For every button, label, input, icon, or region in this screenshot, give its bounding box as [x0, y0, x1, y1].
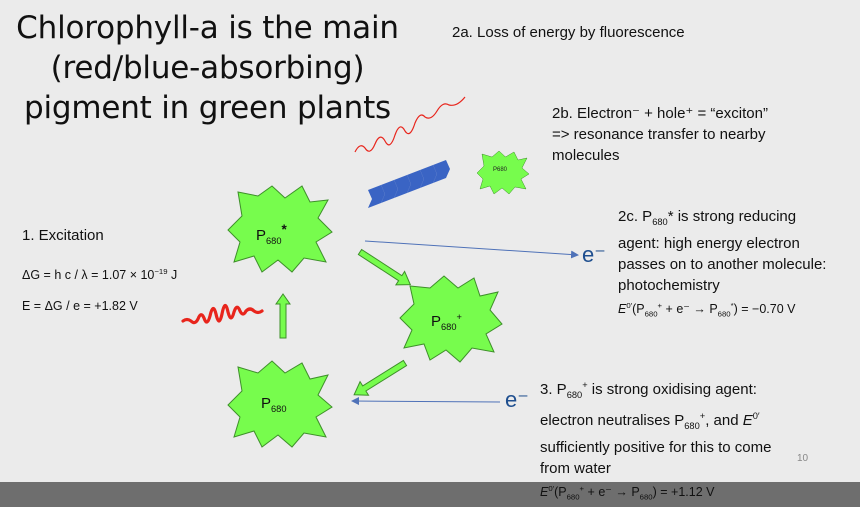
- step-2c-line-4: photochemistry: [618, 277, 720, 294]
- step-3-line-2: electron neutralises P680+, and E0′: [540, 406, 840, 437]
- p-letter: P: [261, 395, 272, 412]
- energy-equation: E = ΔG / e = +1.82 V: [22, 299, 138, 313]
- eq-part: (P: [632, 302, 645, 317]
- molecule-blob-oxidised: [399, 275, 503, 363]
- slide-title: Chlorophyll-a is the main (red/blue-abso…: [10, 8, 405, 128]
- label-p680-small: P680: [493, 167, 508, 173]
- step-2c-equation: E0′(P680+ + e⁻ → P680*) = −0.70 V: [618, 297, 848, 324]
- eq-sub: 680: [717, 309, 731, 319]
- step-3-line-3: sufficiently positive for this to come: [540, 439, 772, 456]
- delta-g-equation: ΔG = h c / λ = 1.07 × 10−19 J: [22, 263, 177, 284]
- arrow-oxidised-to-ground: [353, 359, 408, 396]
- eq-sub: 680: [644, 309, 658, 319]
- step-2b-line-3: molecules: [552, 147, 620, 164]
- title-line-2: (red/blue-absorbing): [50, 50, 365, 86]
- photon-wave-absorbed: [181, 303, 264, 325]
- eq-sub: 680: [639, 492, 653, 502]
- step-2c-line-1: 2c. P680* is strong reducing: [618, 206, 848, 233]
- electron-label-in: e⁻: [505, 387, 529, 412]
- step-3-line-1: 3. P680+ is strong oxidising agent:: [540, 375, 840, 406]
- molecule-blob-small: [476, 150, 530, 195]
- eq-part: + e⁻ → P: [584, 485, 640, 500]
- step-3-line-4: from water: [540, 460, 611, 477]
- step-2c-text: 2c. P680* is strong reducing agent: high…: [618, 206, 848, 324]
- electron-arrow-out: [364, 240, 579, 259]
- s3-sup: +: [699, 411, 706, 421]
- eq-sup: 0′: [626, 301, 633, 310]
- step-2c-line-1a: 2c. P: [618, 208, 653, 225]
- step-2c-line-1b: * is strong reducing: [667, 208, 797, 225]
- eq-part: + e⁻ → P: [662, 302, 718, 317]
- photon-wave-emitted: [354, 96, 466, 153]
- electron-label-out: e⁻: [582, 242, 606, 267]
- step-2c-line-2: agent: high energy electron: [618, 235, 800, 252]
- p-sub: 680: [271, 404, 287, 414]
- s3-part: is strong oxidising agent:: [587, 381, 757, 398]
- step-1-label: 1. Excitation: [22, 227, 104, 244]
- s3-part: 3. P: [540, 381, 567, 398]
- eq-sub: 680: [566, 492, 580, 502]
- label-p680-oxidised: P680+: [431, 312, 462, 332]
- step-2b-line-1: 2b. Electron⁻ + hole⁺ = “exciton”: [552, 105, 768, 122]
- step-2a-text: 2a. Loss of energy by fluorescence: [452, 24, 685, 41]
- s3-sup: +: [582, 380, 588, 390]
- eq-sup: +: [657, 301, 663, 310]
- title-line-3: pigment in green plants: [23, 90, 392, 126]
- delta-g-unit: J: [167, 268, 178, 283]
- s3-part: , and: [705, 412, 743, 429]
- arrow-ground-to-excited: [275, 293, 291, 339]
- delta-g-exponent: −19: [154, 267, 168, 276]
- s3-sup: 0′: [752, 411, 760, 421]
- s3-part: electron neutralises P: [540, 412, 685, 429]
- eq-part: ) = +1.12 V: [652, 485, 715, 500]
- page-number: 10: [797, 453, 809, 464]
- eq-part: ) = −0.70 V: [733, 302, 796, 317]
- p-letter: P: [256, 227, 267, 244]
- eq-sup: *: [730, 301, 734, 310]
- step-3-equation: E0′(P680+ + e⁻ → P680) = +1.12 V: [540, 480, 840, 507]
- s3-sub: 680: [566, 390, 583, 400]
- step-2b-line-2: => resonance transfer to nearby: [552, 126, 766, 143]
- s3-e: E: [742, 412, 753, 429]
- arrow-excited-to-oxidised: [357, 248, 412, 286]
- chevron-arrows: [368, 160, 450, 208]
- delta-g-text: ΔG = h c / λ = 1.07 × 10: [22, 268, 155, 283]
- eq-part: (P: [554, 485, 567, 500]
- p-sub: 680: [441, 322, 457, 332]
- title-line-1: Chlorophyll-a is the main: [16, 10, 399, 46]
- p-sup: *: [281, 222, 287, 237]
- electron-arrow-in: [351, 397, 501, 406]
- eq-e: E: [618, 302, 627, 317]
- label-p680-excited: P680*: [256, 222, 287, 246]
- p-sub: 680: [266, 236, 282, 246]
- step-3-text: 3. P680+ is strong oxidising agent: elec…: [540, 375, 840, 507]
- label-p680-ground: P680: [261, 395, 287, 414]
- p-sup: +: [456, 312, 462, 322]
- step-2c-line-3: passes on to another molecule:: [618, 256, 827, 273]
- diagram-graphics: [181, 96, 579, 448]
- step-2b-text: 2b. Electron⁻ + hole⁺ = “exciton” => res…: [552, 103, 768, 166]
- s3-sub: 680: [684, 421, 700, 431]
- molecule-blob-ground: [227, 360, 333, 448]
- step-2c-sub: 680: [652, 217, 668, 227]
- p-letter: P: [431, 313, 442, 330]
- molecule-blob-excited: [227, 185, 333, 273]
